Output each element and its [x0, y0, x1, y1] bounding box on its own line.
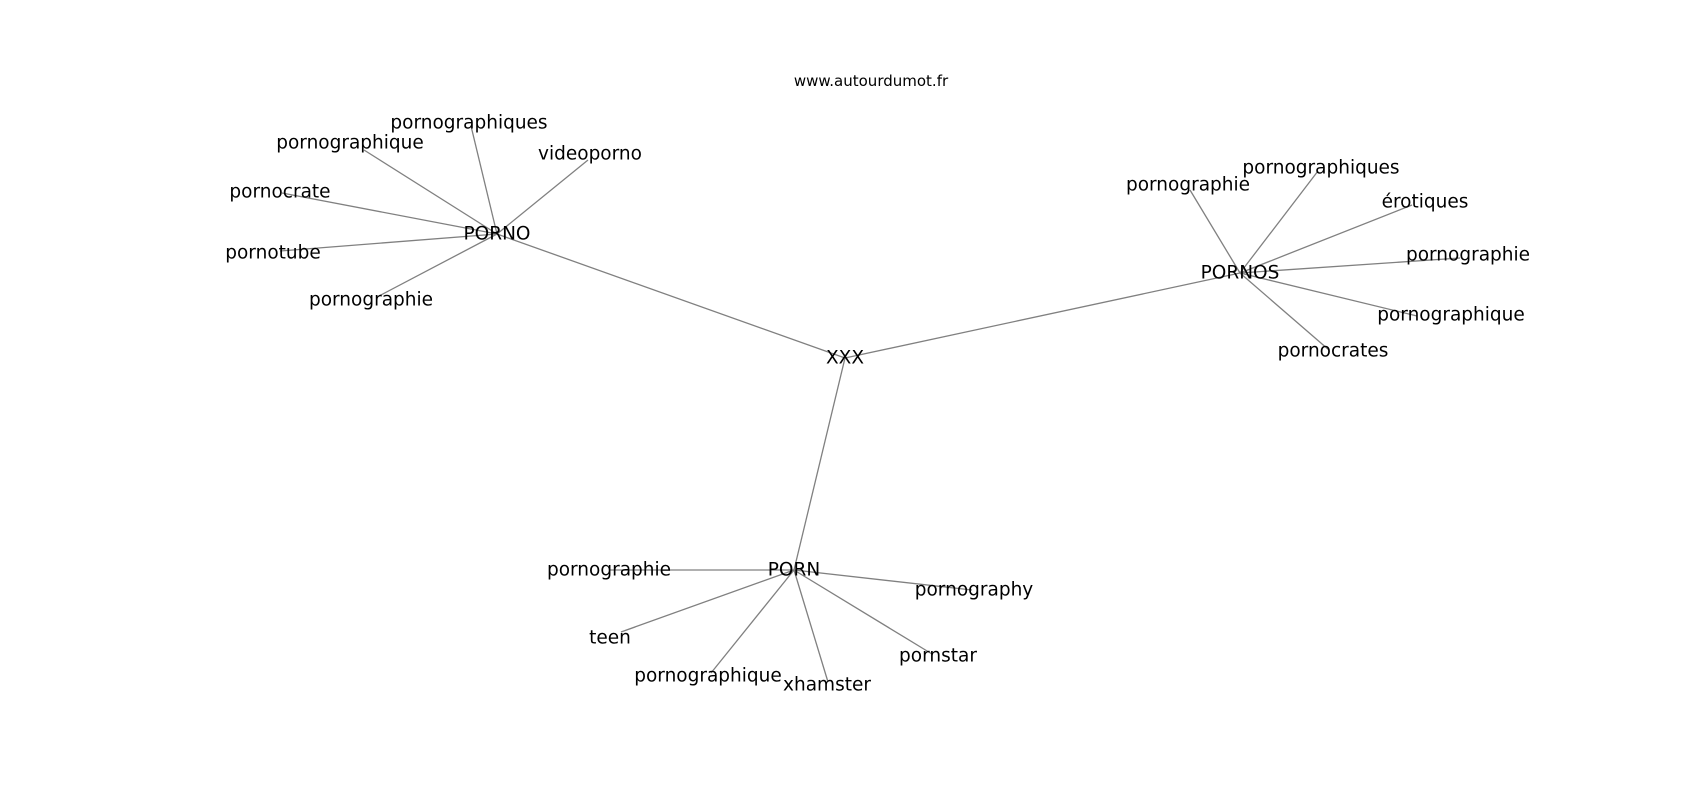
edge-root-porn: [793, 357, 846, 571]
node-leaf-pornos-1[interactable]: pornographie: [1126, 175, 1250, 196]
edge-root-porno: [496, 233, 846, 359]
node-hub-porno[interactable]: PORNO: [464, 224, 531, 245]
node-leaf-porn-1[interactable]: pornography: [915, 580, 1034, 601]
edge-pornos-3: [1239, 257, 1461, 274]
node-leaf-porno-3[interactable]: pornocrate: [229, 182, 330, 203]
edge-pornos-4: [1239, 272, 1418, 317]
edge-porn-1: [793, 569, 973, 591]
edge-porno-3: [281, 192, 498, 235]
site-watermark: www.autourdumot.fr: [793, 72, 949, 90]
node-leaf-porn-2[interactable]: teen: [589, 628, 631, 649]
node-leaf-porn-0[interactable]: pornographie: [547, 560, 671, 581]
node-leaf-porn-4[interactable]: pornographique: [634, 666, 782, 687]
node-hub-porn[interactable]: PORN: [768, 560, 820, 581]
node-leaf-porno-1[interactable]: pornographique: [276, 133, 424, 154]
node-leaf-pornos-3[interactable]: pornographie: [1406, 245, 1530, 266]
graph-labels: XXX PORNO pornographiques pornographique…: [225, 113, 1530, 696]
edge-porno-0: [470, 125, 498, 235]
edge-pornos-2: [1239, 204, 1413, 274]
edge-pornos-5: [1239, 272, 1330, 351]
edge-porno-1: [363, 149, 498, 235]
node-leaf-pornos-0[interactable]: pornographiques: [1242, 158, 1399, 179]
node-hub-pornos[interactable]: PORNOS: [1201, 263, 1280, 284]
node-root[interactable]: XXX: [826, 348, 864, 369]
edge-porn-2: [620, 569, 795, 633]
node-leaf-pornos-5[interactable]: pornocrates: [1278, 341, 1389, 362]
edge-root-pornos: [844, 272, 1241, 359]
node-leaf-porn-3[interactable]: pornstar: [899, 646, 977, 667]
edge-pornos-0: [1239, 170, 1319, 274]
node-leaf-porno-4[interactable]: pornotube: [225, 243, 321, 264]
edge-porn-5: [793, 569, 829, 683]
edge-pornos-1: [1189, 189, 1241, 274]
edge-porno-5: [378, 233, 498, 297]
node-leaf-pornos-4[interactable]: pornographique: [1377, 305, 1525, 326]
node-leaf-pornos-2[interactable]: érotiques: [1382, 192, 1469, 213]
edge-porn-3: [793, 569, 933, 655]
node-leaf-porn-5[interactable]: xhamster: [783, 675, 871, 696]
edge-porno-4: [279, 233, 498, 252]
edge-porn-4: [710, 569, 795, 674]
node-leaf-porno-2[interactable]: videoporno: [538, 144, 642, 165]
node-leaf-porno-5[interactable]: pornographie: [309, 290, 433, 311]
node-leaf-porno-0[interactable]: pornographiques: [390, 113, 547, 134]
edge-porno-2: [496, 159, 589, 235]
graph-edges: [279, 125, 1461, 683]
